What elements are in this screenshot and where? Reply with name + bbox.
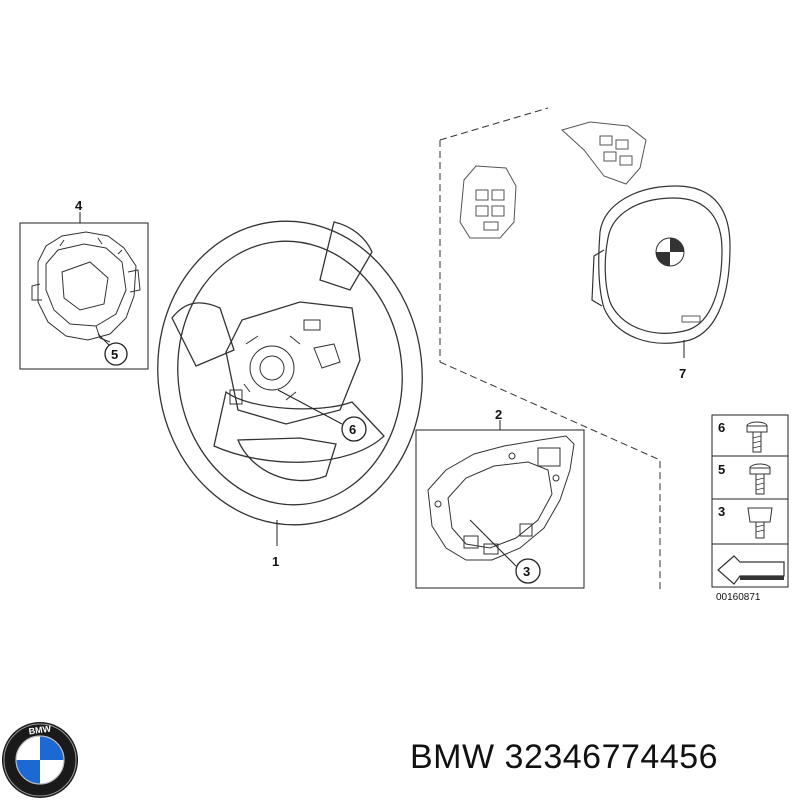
cover-screw-leader: [97, 333, 111, 347]
bmw-logo-lettering: BMW: [28, 723, 52, 736]
part-number: 32346774456: [504, 738, 719, 776]
airbag-module-part: [591, 185, 731, 344]
bolt-long-icon: [746, 421, 768, 453]
arrow-direction-icon: [717, 555, 785, 585]
callout-wheel-screw: 6: [349, 422, 356, 437]
screw-legend-box: [711, 414, 789, 588]
callout-plate-screw: 3: [523, 564, 530, 579]
diagram-code: 00160871: [716, 592, 761, 603]
callout-cover-screw: 5: [111, 347, 118, 362]
legend-num-1: 6: [718, 420, 725, 435]
callout-plate: 2: [495, 407, 502, 422]
legend-num-3: 3: [718, 504, 725, 519]
steering-wheel-part: [157, 220, 423, 526]
airbag-emblem: [655, 237, 685, 267]
plate-screw-leader: [469, 519, 517, 567]
bolt-short-icon: [747, 507, 773, 539]
legend-num-2: 5: [718, 462, 725, 477]
wheel-screw-leader: [277, 389, 343, 425]
plate-box: [415, 429, 585, 589]
cover-screw-circle: [104, 342, 128, 366]
callout-cover: 4: [75, 198, 83, 213]
bmw-logo: BMW: [2, 722, 78, 798]
bolt-medium-icon: [749, 463, 771, 495]
cover-box: [19, 222, 149, 370]
plate-part: [427, 435, 575, 561]
switch-left-part: [459, 165, 517, 239]
airbag-badge: [681, 315, 701, 323]
brand-name: BMW: [410, 738, 495, 776]
wheel-screw-circle: [341, 416, 367, 442]
trim-cover-part: [31, 231, 141, 343]
callout-wheel: 1: [272, 554, 279, 569]
plate-screw-circle: [515, 558, 541, 584]
exploded-dashed-outline: [439, 107, 661, 590]
callout-airbag: 7: [679, 366, 686, 381]
switch-top-part: [560, 121, 647, 185]
part-caption: BMW 32346774456: [410, 738, 718, 777]
wheel-hub: [229, 319, 341, 405]
